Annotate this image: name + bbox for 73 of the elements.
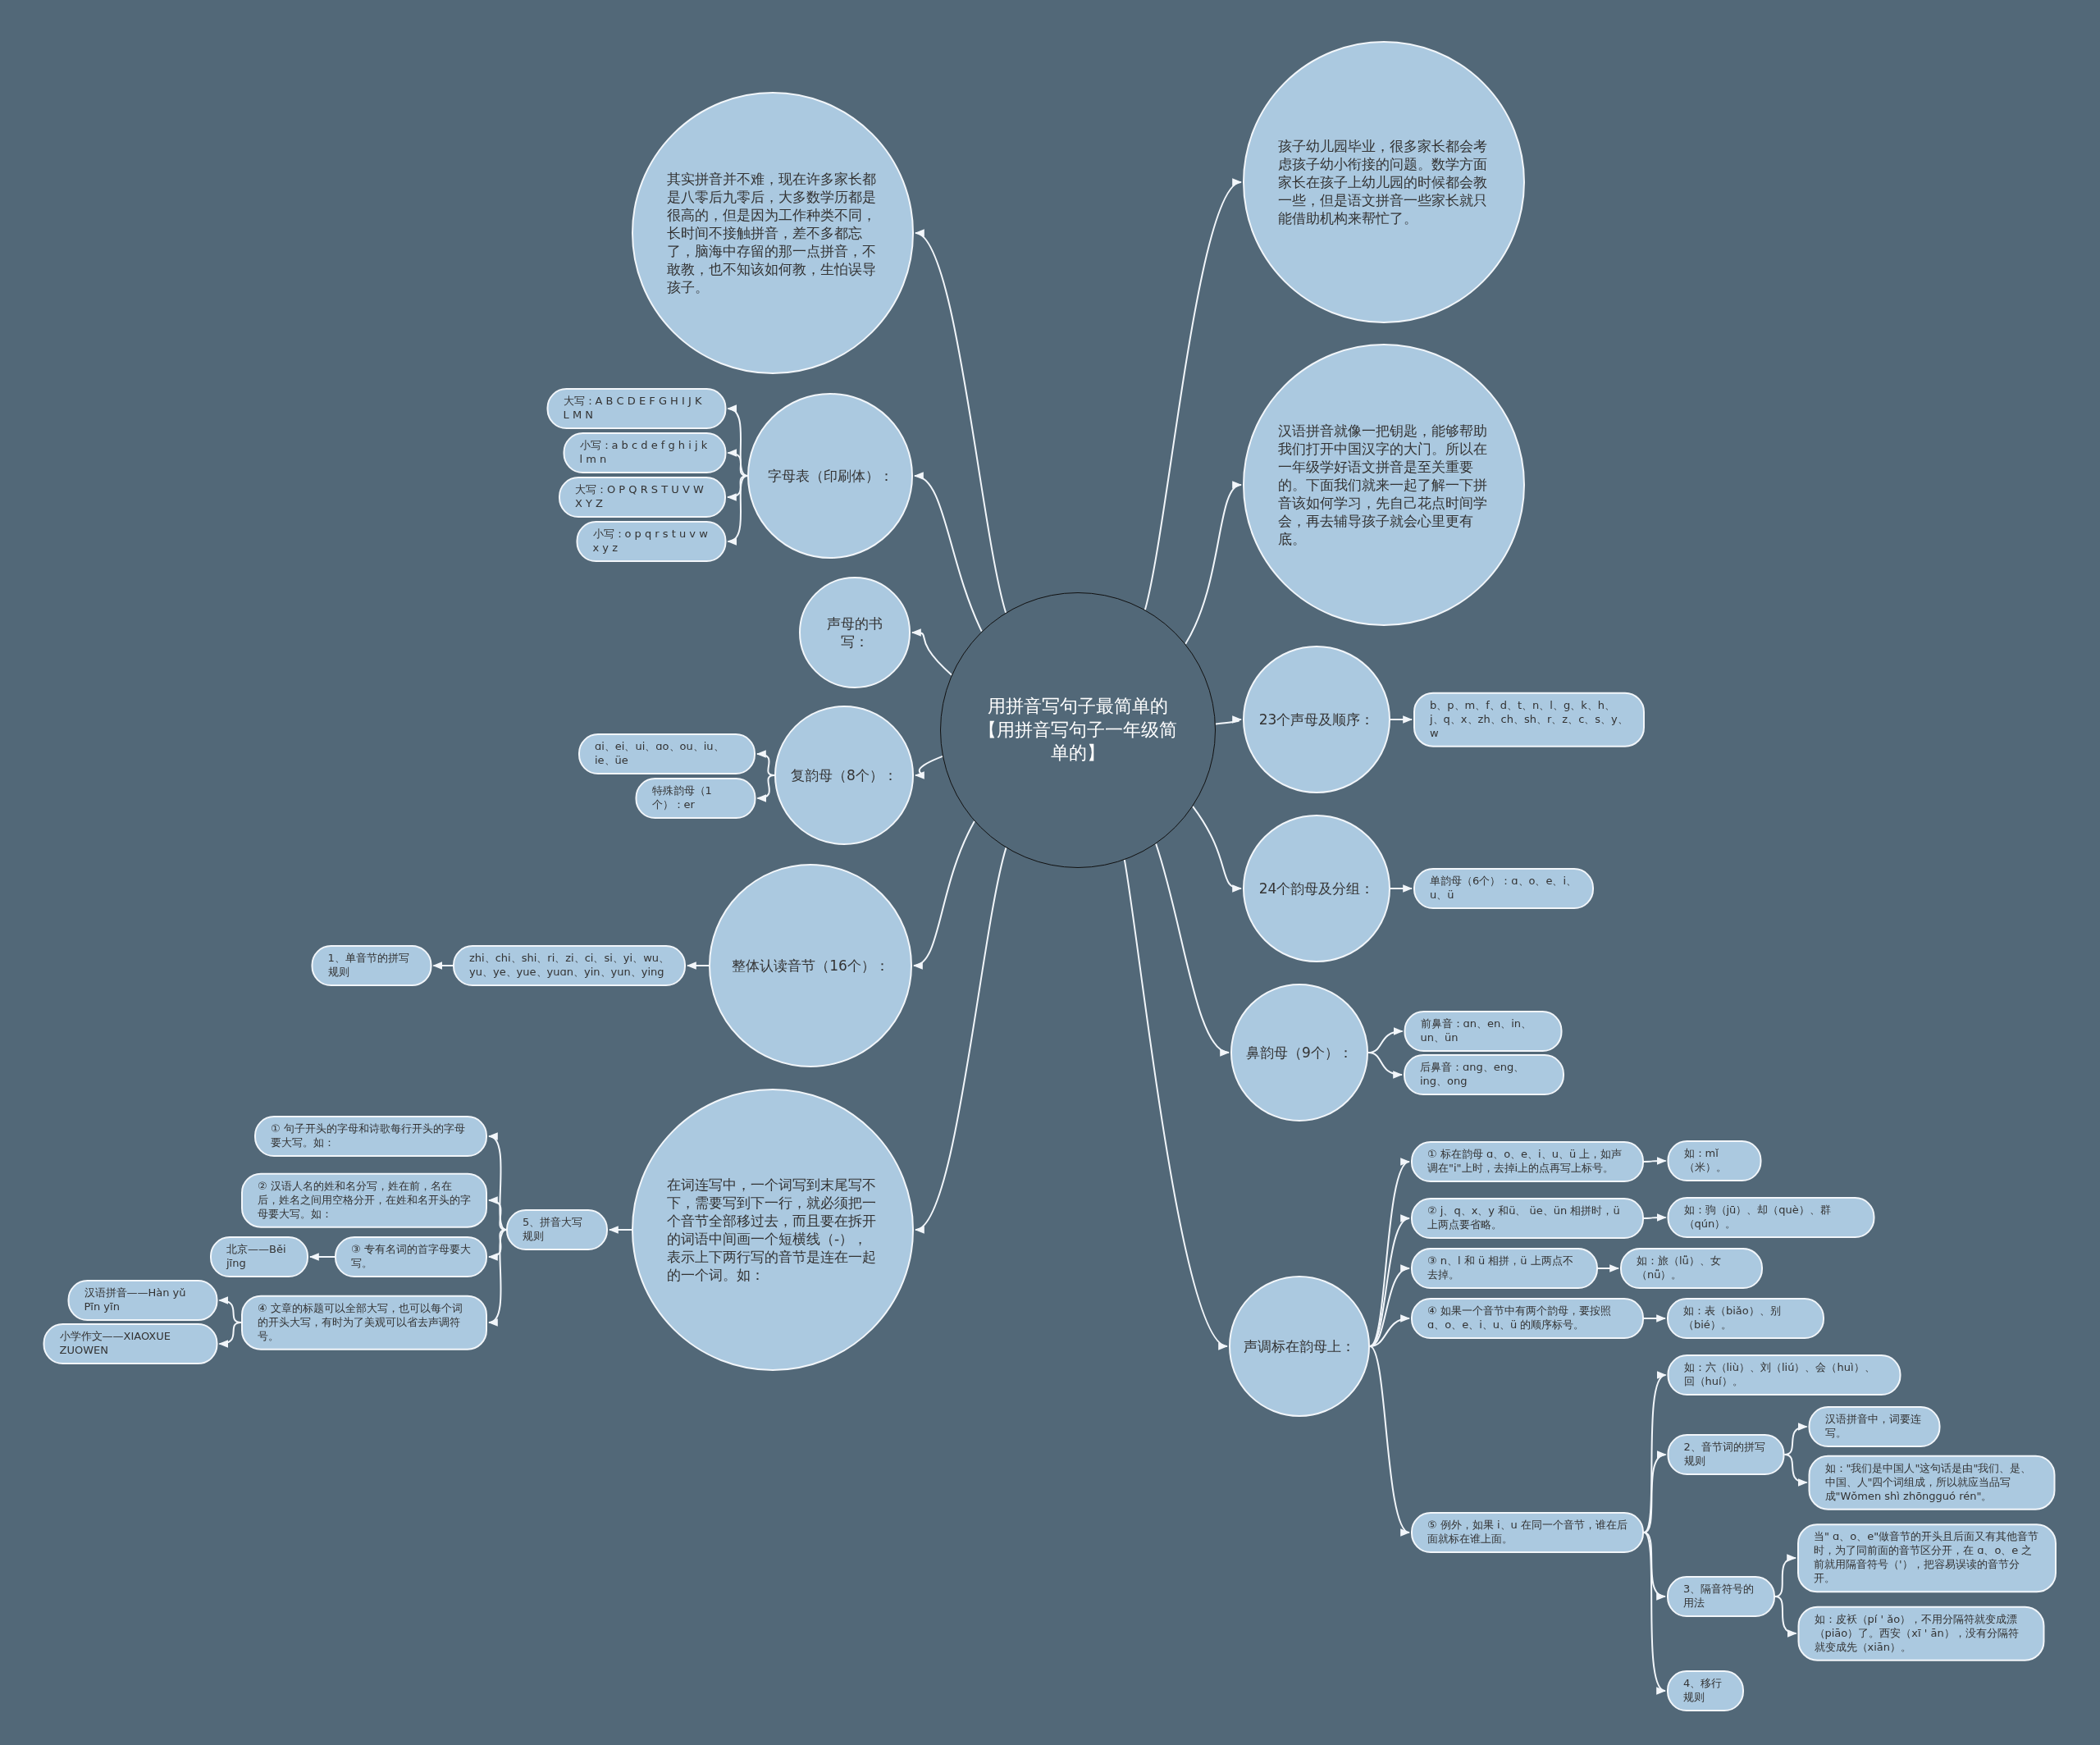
subtopic-pill: 1、单音节的拼写规则 xyxy=(311,945,432,986)
subtopic-pill: ⑤ 例外，如果 i、u 在同一个音节，谁在后面就标在谁上面。 xyxy=(1411,1512,1644,1553)
subtopic-pill: ɑi、ei、ui、ɑo、ou、iu、ie、üe xyxy=(578,733,756,774)
subtopic-pill: ③ n、l 和 ü 相拼，ü 上两点不去掉。 xyxy=(1411,1248,1598,1289)
subtopic-pill: zhi、chi、shi、ri、zi、ci、si、yi、wu、yu、ye、yue、yuɑn、yin、yun、ying xyxy=(453,945,686,986)
topic-circle: 在词连写中，一个词写到末尾写不下，需要写到下一行，就必须把一个音节全部移过去，而且要在拆开的词语中间画一个短横线（-），表示上下两行写的音节是连在一起的一个词。如： xyxy=(632,1089,914,1371)
topic-circle: 其实拼音并不难，现在许多家长都是八零后九零后，大多数学历都是很高的，但是因为工作种类不同，长时间不接触拼音，差不多都忘了，脑海中存留的那一点拼音，不敢教，也不知该如何教，生怕误导孩子。 xyxy=(632,92,914,374)
subtopic-pill: 汉语拼音——Hàn yǔ Pīn yīn xyxy=(67,1280,218,1321)
subtopic-pill: 如：mǐ（米）。 xyxy=(1667,1140,1762,1181)
subtopic-pill: ① 标在韵母 ɑ、o、e、i、u、ü 上，如声调在"i"上时，去掉i上的点再写上标号。 xyxy=(1411,1141,1644,1182)
subtopic-pill: 如：皮袄（pí ' ǎo），不用分隔符就变成漂（piāo）了。西安（xī ' ān），没有分隔符就变成先（xiān）。 xyxy=(1797,1606,2045,1661)
connector-arrow xyxy=(1390,715,1413,724)
topic-circle: 汉语拼音就像一把钥匙，能够帮助我们打开中国汉字的大门。所以在一年级学好语文拼音是至关重要的。下面我们就来一起了解一下拼音该如何学习，先自己花点时间学会，再去辅导孩子就会心里更有底。 xyxy=(1243,344,1525,626)
subtopic-pill: 如："我们是中国人"这句话是由"我们、是、中国、人"四个词组成，所以就应当品写成"Wǒmen shì zhōngguó rén"。 xyxy=(1808,1455,2056,1510)
subtopic-pill: ② 汉语人名的姓和名分写，姓在前，名在后，姓名之间用空格分开，在姓和名开头的字母要大写。如： xyxy=(241,1172,487,1228)
connector-arrow xyxy=(218,1322,242,1347)
connector-arrow xyxy=(1597,1264,1620,1272)
topic-circle: 24个韵母及分组： xyxy=(1243,815,1390,962)
subtopic-pill: 单韵母（6个）：ɑ、o、e、i、u、ü xyxy=(1413,868,1594,909)
connector-arrow xyxy=(1643,1157,1667,1165)
subtopic-pill: ④ 如果一个音节中有两个韵母，要按照 ɑ、o、e、i、u、ü 的顺序标号。 xyxy=(1411,1298,1644,1339)
connector-arrow xyxy=(1214,715,1243,725)
connector-arrow xyxy=(308,1253,336,1261)
subtopic-pill: 如：六（liù）、刘（liú）、会（huì）、回（huí）。 xyxy=(1667,1354,1901,1396)
topic-circle: 声母的书写： xyxy=(799,577,911,688)
connector-arrow xyxy=(727,475,748,544)
connector-arrow xyxy=(726,475,748,500)
subtopic-pill: 小写：a b c d e f g h i j k l m n xyxy=(563,432,727,473)
connector-arrow xyxy=(727,407,748,477)
subtopic-pill: 大写：A B C D E F G H I J K L M N xyxy=(546,388,727,429)
subtopic-pill: ① 句子开头的字母和诗歌每行开头的字母要大写。如： xyxy=(254,1116,487,1157)
subtopic-pill: 后鼻音：ɑng、eng、ing、ong xyxy=(1404,1054,1564,1095)
subtopic-pill: 大写：O P Q R S T U V W X Y Z xyxy=(559,477,726,518)
topic-circle: 整体认读音节（16个）： xyxy=(709,864,912,1067)
subtopic-pill: 小学作文——XIAOXUE ZUOWEN xyxy=(43,1323,218,1364)
subtopic-pill: 4、移行规则 xyxy=(1667,1670,1744,1711)
subtopic-pill: 2、音节词的拼写规则 xyxy=(1667,1434,1785,1475)
subtopic-pill: ② j、q、x、y 和ü、 üe、ün 相拼时，ü上两点要省略。 xyxy=(1411,1198,1644,1239)
subtopic-pill: 如：驹（jū）、却（què）、群（qún）。 xyxy=(1667,1197,1875,1238)
connector-arrow xyxy=(432,962,454,970)
subtopic-pill: ④ 文章的标题可以全部大写，也可以每个词的开头大写，有时为了美观可以省去声调符号。 xyxy=(241,1295,487,1350)
subtopic-pill: 如：表（biǎo）、别（bié）。 xyxy=(1667,1298,1824,1339)
topic-circle: 声调标在韵母上： xyxy=(1229,1276,1370,1417)
central-topic-circle: 用拼音写句子最简单的【用拼音写句子一年级简单的】 xyxy=(940,592,1216,868)
connector-arrow xyxy=(914,755,944,779)
subtopic-pill: 如：旅（lǚ）、女（nǚ）。 xyxy=(1620,1248,1763,1289)
connector-arrow xyxy=(1643,1213,1667,1222)
connector-arrow xyxy=(1192,805,1243,892)
connector-arrow xyxy=(608,1226,632,1234)
subtopic-pill: 小写：o p q r s t u v w x y z xyxy=(576,521,727,562)
topic-circle: 23个声母及顺序： xyxy=(1243,646,1390,793)
subtopic-pill: 5、拼音大写规则 xyxy=(506,1209,608,1250)
subtopic-pill: 前鼻音：ɑn、en、in、un、ün xyxy=(1404,1011,1563,1052)
subtopic-pill: ③ 专有名词的首字母要大写。 xyxy=(335,1236,487,1277)
topic-circle: 复韵母（8个）： xyxy=(774,706,914,845)
subtopic-pill: 特殊韵母（1个）：er xyxy=(635,778,756,819)
connector-arrow xyxy=(756,774,775,802)
connector-arrow xyxy=(1774,1596,1797,1637)
connector-arrow xyxy=(1643,1453,1667,1533)
subtopic-pill: 汉语拼音中，词要连写。 xyxy=(1808,1406,1941,1447)
topic-circle: 孩子幼儿园毕业，很多家长都会考虑孩子幼小衔接的问题。数学方面家长在孩子上幼儿园的时候都会教一些，但是语文拼音一些家长就只能借助机构来帮忙了。 xyxy=(1243,41,1525,323)
subtopic-pill: b、p、m、f、d、t、n、l、g、k、h、j、q、x、zh、ch、sh、r、z、c、s、y、w xyxy=(1413,692,1645,747)
subtopic-pill: 3、隔音符号的用法 xyxy=(1667,1576,1775,1617)
subtopic-pill: 北京——Běi jīng xyxy=(210,1236,308,1277)
connector-arrow xyxy=(1643,1314,1667,1322)
connector-arrow xyxy=(686,962,710,970)
connector-arrow xyxy=(1390,884,1413,893)
topic-circle: 字母表（印刷体）： xyxy=(747,393,913,559)
connector-arrow xyxy=(1367,1052,1404,1078)
connector-arrow xyxy=(1783,1454,1808,1486)
subtopic-pill: 当" ɑ、o、e"做音节的开头且后面又有其他音节时，为了同前面的音节区分开，在 ɑ、o、e 之前就用隔音符号（'），把容易误读的音节分开。 xyxy=(1797,1523,2057,1592)
topic-circle: 鼻韵母（9个）： xyxy=(1230,984,1368,1121)
connector-arrow xyxy=(911,628,953,676)
